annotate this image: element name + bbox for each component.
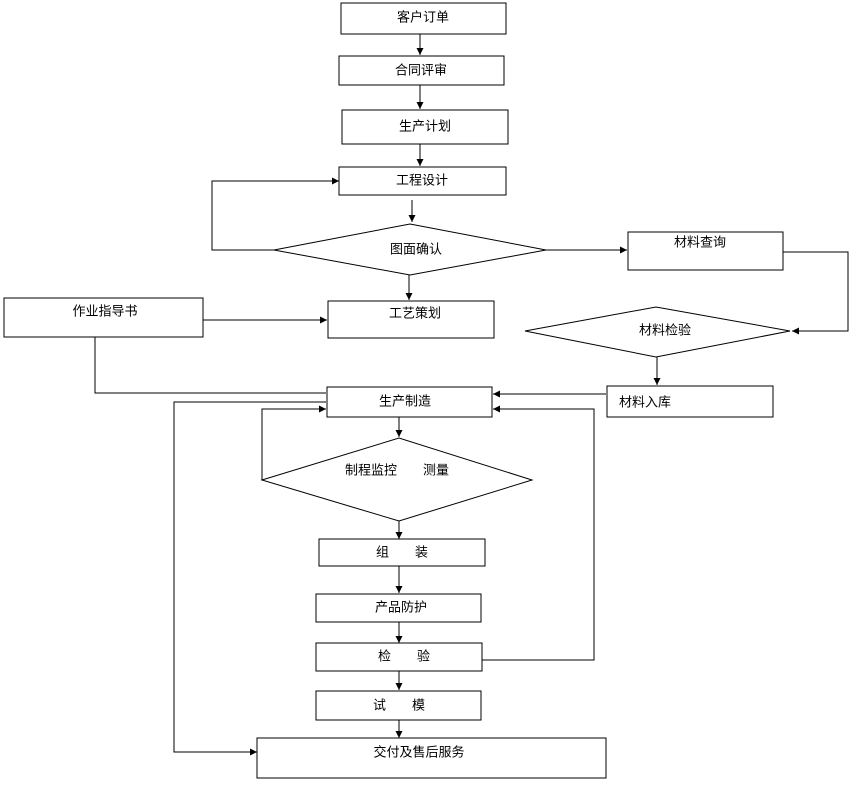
edge-monitor-loop-back xyxy=(261,405,326,480)
node-label: 材料查询 xyxy=(674,236,726,251)
node-engineering-design: 工程设计 xyxy=(338,166,507,196)
node-label: 客户订单 xyxy=(397,10,449,26)
node-contract-review: 合同评审 xyxy=(338,55,505,86)
node-inspection: 检 验 xyxy=(315,642,483,672)
node-label: 材料检验 xyxy=(639,323,691,339)
node-label: 制程监控 测量 xyxy=(345,464,449,479)
node-production-manufacture: 生产制造 xyxy=(326,386,493,418)
node-process-planning: 工艺策划 xyxy=(327,300,495,339)
node-label: 工艺策划 xyxy=(389,306,441,322)
node-delivery-service: 交付及售后服务 xyxy=(256,737,607,779)
node-label: 图面确认 xyxy=(390,243,442,258)
node-process-monitor: 制程监控 测量 xyxy=(260,437,534,522)
node-label: 生产制造 xyxy=(379,395,431,410)
node-label: 合同评审 xyxy=(395,64,447,79)
node-customer-order: 客户订单 xyxy=(340,2,507,35)
node-production-plan: 生产计划 xyxy=(341,109,509,145)
edge-inspection-loop-back xyxy=(482,405,595,661)
node-label: 工程设计 xyxy=(396,174,448,189)
edge-instruction-to-manufacture xyxy=(94,337,326,394)
node-product-protection: 产品防护 xyxy=(315,593,482,623)
node-label: 组 装 xyxy=(376,546,428,561)
edge-bypass-to-delivery xyxy=(173,401,326,756)
node-label: 产品防护 xyxy=(375,600,427,616)
node-label: 作业指导书 xyxy=(72,305,137,320)
edges xyxy=(94,34,849,756)
node-material-inspection: 材料检验 xyxy=(524,306,791,358)
node-label: 检 验 xyxy=(378,649,430,665)
node-trial-mold: 试 模 xyxy=(315,690,482,721)
node-label: 试 模 xyxy=(373,699,425,714)
edge-confirm-loop-back xyxy=(211,177,339,251)
node-drawing-confirm: 图面确认 xyxy=(273,223,547,276)
node-label: 交付及售后服务 xyxy=(373,745,464,761)
node-assembly: 组 装 xyxy=(318,538,486,567)
node-material-inquiry: 材料查询 xyxy=(627,231,784,271)
node-work-instruction: 作业指导书 xyxy=(3,297,204,338)
node-material-storage: 材料入库 xyxy=(606,385,774,418)
node-label: 生产计划 xyxy=(399,120,451,135)
edge-inquiry-to-inspection xyxy=(783,251,849,335)
node-label: 材料入库 xyxy=(619,395,671,411)
